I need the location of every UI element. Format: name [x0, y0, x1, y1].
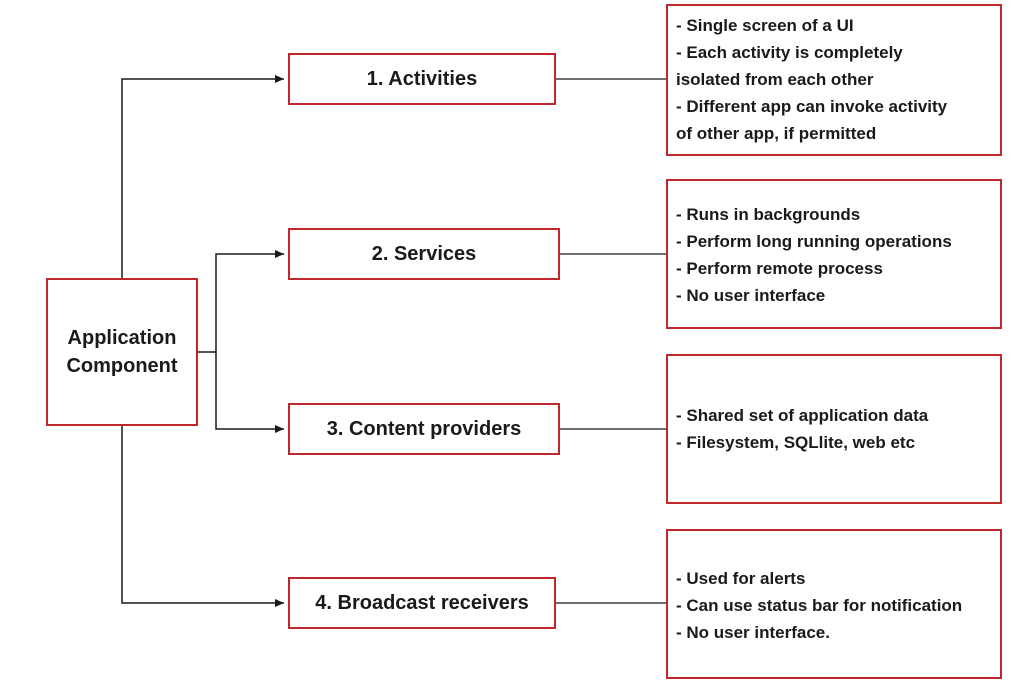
detail-line: - Filesystem, SQLlite, web etc — [676, 433, 916, 452]
detail-line: - Can use status bar for notification — [676, 596, 963, 615]
connector-to-activities — [121, 75, 284, 278]
services-details-box: - Runs in backgrounds - Perform long run… — [666, 179, 1002, 329]
detail-line: - Each activity is completely — [676, 43, 903, 62]
root-label-line1: Application — [67, 327, 177, 349]
broadcast-receivers-label: 4. Broadcast receivers — [315, 591, 529, 614]
detail-line: - Single screen of a UI — [676, 16, 854, 35]
content-providers-label: 3. Content providers — [326, 417, 522, 440]
connector-to-services — [215, 250, 284, 352]
detail-line: - No user interface — [676, 286, 826, 305]
application-component-box: Application Component — [46, 278, 198, 426]
detail-line: of other app, if permitted — [676, 124, 877, 143]
broadcast-receivers-details-box: - Used for alerts - Can use status bar f… — [666, 529, 1002, 679]
detail-line: - Perform long running operations — [676, 232, 952, 251]
detail-line: - No user interface. — [676, 623, 830, 642]
detail-line: - Used for alerts — [676, 569, 806, 588]
root-label-line2: Component — [66, 355, 178, 377]
content-providers-details-box: - Shared set of application data - Files… — [666, 354, 1002, 504]
activities-box: 1. Activities — [288, 53, 556, 105]
connector-to-content-providers — [215, 352, 284, 433]
detail-line: - Runs in backgrounds — [676, 205, 861, 224]
detail-line: - Perform remote process — [676, 259, 883, 278]
content-providers-box: 3. Content providers — [288, 403, 560, 455]
services-label: 2. Services — [371, 242, 477, 265]
activities-details-box: - Single screen of a UI - Each activity … — [666, 4, 1002, 156]
services-box: 2. Services — [288, 228, 560, 280]
detail-line: - Different app can invoke activity — [676, 97, 948, 116]
activities-label: 1. Activities — [366, 67, 478, 90]
broadcast-receivers-box: 4. Broadcast receivers — [288, 577, 556, 629]
detail-line: - Shared set of application data — [676, 406, 929, 425]
detail-line: isolated from each other — [676, 70, 874, 89]
connector-to-broadcast-receivers — [121, 426, 284, 607]
